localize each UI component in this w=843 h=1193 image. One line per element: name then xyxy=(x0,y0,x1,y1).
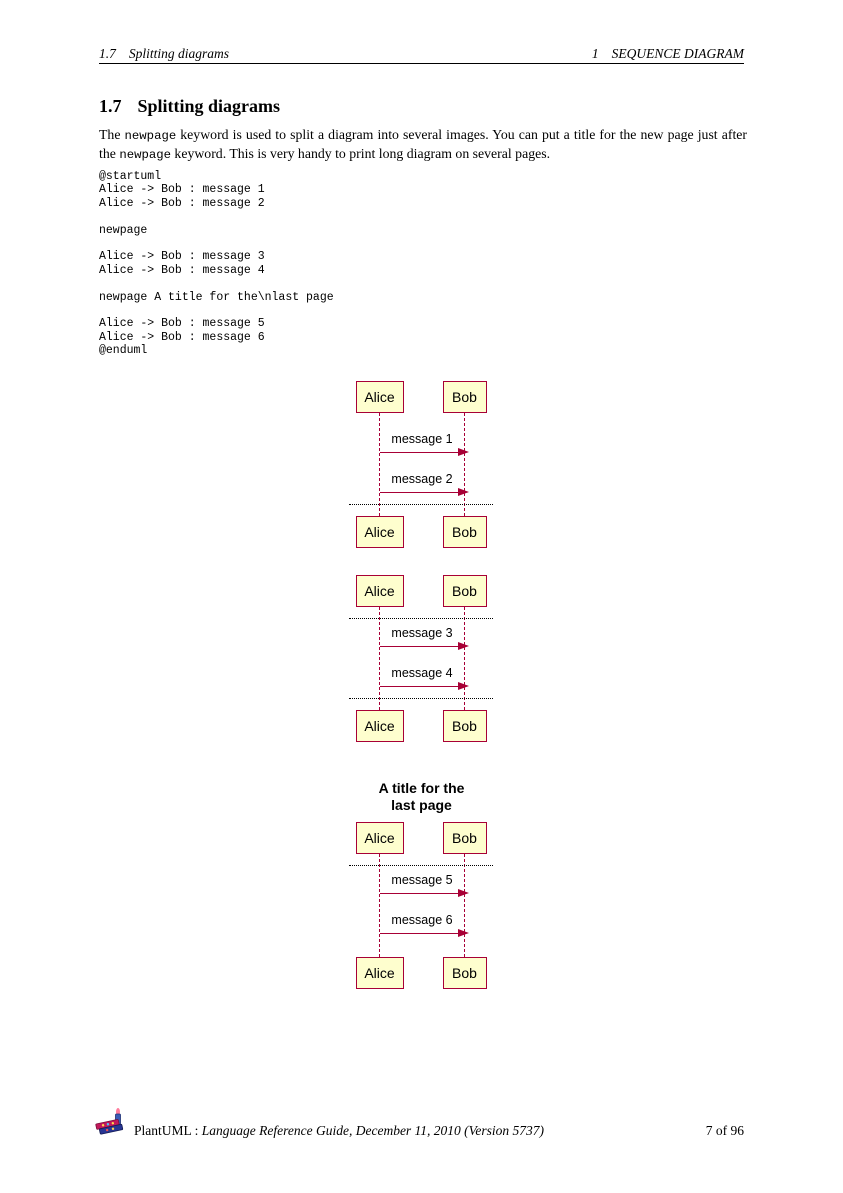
actor-box-bob: Bob xyxy=(442,516,487,548)
actor-box-bob: Bob xyxy=(442,381,487,413)
lifeline-bob xyxy=(463,607,465,710)
lifeline-alice xyxy=(378,413,380,516)
sequence-diagram-page-3: Alice Bob message 5 message 6 Alice Bob xyxy=(347,822,497,990)
newpage-separator xyxy=(348,504,493,505)
actor-box-bob: Bob xyxy=(442,575,487,607)
code-listing: @startuml Alice -> Bob : message 1 Alice… xyxy=(99,170,334,358)
header-left-number: 1.7 xyxy=(99,46,116,61)
plantuml-logo-icon xyxy=(95,1106,128,1142)
page-footer: PlantUML : Language Reference Guide, Dec… xyxy=(95,1106,744,1142)
sequence-diagram-page-1: Alice Bob message 1 message 2 Alice Bob xyxy=(347,381,497,549)
lifeline-alice xyxy=(378,854,380,957)
section-number: 1.7 xyxy=(99,96,122,116)
diagram-title: A title for the last page xyxy=(379,780,465,813)
message-arrow xyxy=(379,928,469,937)
lifeline-alice xyxy=(378,607,380,710)
page-indicator: 7 of 96 xyxy=(705,1123,744,1138)
actor-box-bob: Bob xyxy=(442,822,487,854)
header-right: 1 SEQUENCE DIAGRAM xyxy=(592,46,744,62)
actor-box-bob: Bob xyxy=(442,957,487,989)
running-header: 1.7 Splitting diagrams 1 SEQUENCE DIAGRAM xyxy=(99,46,744,62)
message-arrow xyxy=(379,447,469,456)
message-arrow xyxy=(379,888,469,897)
section-title: Splitting diagrams xyxy=(137,96,281,116)
message-label: message 4 xyxy=(391,666,453,680)
paragraph-text: The xyxy=(99,127,125,142)
message-label: message 3 xyxy=(391,626,453,640)
header-left: 1.7 Splitting diagrams xyxy=(99,46,229,62)
actor-box-alice: Alice xyxy=(355,516,404,548)
paragraph-text: keyword. This is very handy to print lon… xyxy=(170,146,551,162)
actor-box-alice: Alice xyxy=(355,381,404,413)
message-arrow xyxy=(379,641,469,650)
newpage-separator xyxy=(348,698,493,699)
footer-brand: PlantUML xyxy=(134,1123,192,1138)
message-arrow xyxy=(379,681,469,690)
inline-code-newpage: newpage xyxy=(119,148,171,163)
message-label: message 1 xyxy=(391,432,453,446)
sequence-diagram-page-2: Alice Bob message 3 message 4 Alice Bob xyxy=(347,575,497,743)
message-label: message 2 xyxy=(391,472,453,486)
footer-document-title: Language Reference Guide, December 11, 2… xyxy=(201,1123,545,1138)
header-right-number: 1 xyxy=(591,46,599,61)
actor-box-bob: Bob xyxy=(442,710,487,742)
message-label: message 5 xyxy=(391,873,453,887)
message-label: message 6 xyxy=(391,913,453,927)
diagram-title-line: last page xyxy=(391,796,452,813)
message-arrow xyxy=(379,487,469,496)
actor-box-alice: Alice xyxy=(355,957,404,989)
actor-box-alice: Alice xyxy=(355,710,404,742)
body-paragraph: The newpage keyword is used to split a d… xyxy=(99,126,747,165)
header-rule xyxy=(99,63,744,64)
footer-text: PlantUML : Language Reference Guide, Dec… xyxy=(134,1123,544,1142)
newpage-separator xyxy=(348,618,493,619)
section-heading: 1.7 Splitting diagrams xyxy=(99,96,280,117)
actor-box-alice: Alice xyxy=(355,575,404,607)
inline-code-newpage: newpage xyxy=(124,129,177,143)
paragraph-text: keyword is used to split a diagram into … xyxy=(99,127,747,162)
header-left-title: Splitting diagrams xyxy=(128,46,230,61)
lifeline-bob xyxy=(463,854,465,957)
header-right-title: SEQUENCE DIAGRAM xyxy=(611,46,744,61)
diagram-title-line: A title for the xyxy=(378,780,465,796)
lifeline-bob xyxy=(463,413,465,516)
newpage-separator xyxy=(348,865,493,866)
actor-box-alice: Alice xyxy=(355,822,404,854)
diagram-stack: Alice Bob message 1 message 2 Alice Bob … xyxy=(0,381,843,990)
footer-separator: : xyxy=(194,1123,199,1138)
